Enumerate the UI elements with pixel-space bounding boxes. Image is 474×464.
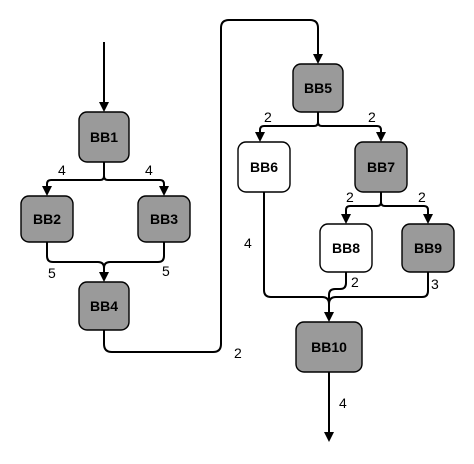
edge-label-bb7-bb8: 2 — [346, 189, 354, 205]
node-bb3-box — [137, 195, 191, 243]
node-bb8-box — [319, 223, 373, 273]
edge-label-bb5-bb6: 2 — [264, 109, 272, 125]
node-bb4: BB4 — [78, 281, 130, 331]
node-bb2-box — [20, 195, 74, 243]
node-bb4-label: BB4 — [90, 298, 118, 314]
node-bb10: BB10 — [295, 321, 363, 373]
edge-label-bb10-exit: 4 — [339, 395, 347, 411]
node-bb6-box — [237, 141, 291, 193]
node-bb1-label: BB1 — [90, 129, 118, 145]
node-bb7-label: BB7 — [367, 159, 395, 175]
edge-bb7-bb9 — [380, 201, 433, 224]
edge-bb3-bb4 — [103, 242, 165, 269]
node-bb5: BB5 — [292, 63, 344, 113]
node-bb6-label: BB6 — [250, 159, 278, 175]
node-bb1-box — [78, 111, 130, 163]
edge-label-bb7-bb9: 2 — [418, 189, 426, 205]
node-bb7-box — [354, 141, 408, 193]
edge-label-bb2-bb4: 5 — [48, 265, 56, 281]
edge-bb4-bb5 — [103, 19, 323, 353]
edge-bb1-bb3 — [103, 175, 169, 196]
node-bb3: BB3 — [137, 195, 191, 243]
node-bb9-label: BB9 — [414, 240, 442, 256]
edge-bb6-bb10 — [263, 192, 334, 322]
edge-bb9-bb10 — [328, 272, 429, 305]
node-bb2-label: BB2 — [33, 211, 61, 227]
edge-bb8-bb10 — [328, 272, 347, 304]
node-bb6: BB6 — [237, 141, 291, 193]
node-bb9: BB9 — [401, 223, 455, 273]
node-bb10-box — [295, 321, 363, 373]
node-bb2: BB2 — [20, 195, 74, 243]
edge-label-bb1-bb3: 4 — [145, 162, 153, 178]
node-bb5-box — [292, 63, 344, 113]
edge-label-bb3-bb4: 5 — [162, 263, 170, 279]
node-bb10-label: BB10 — [311, 339, 347, 355]
node-bb5-label: BB5 — [304, 80, 332, 96]
node-bb4-box — [78, 281, 130, 331]
node-bb7: BB7 — [354, 141, 408, 193]
edge-label-bb6-bb10: 4 — [244, 235, 252, 251]
node-bb9-box — [401, 223, 455, 273]
node-bb1: BB1 — [78, 111, 130, 163]
edge-label-bb8-bb10: 2 — [351, 274, 359, 290]
node-bb8-label: BB8 — [332, 240, 360, 256]
node-bb3-label: BB3 — [150, 211, 178, 227]
edge-label-bb1-bb2: 4 — [58, 162, 66, 178]
edge-label-bb5-bb7: 2 — [368, 109, 376, 125]
edge-label-bb4-bb5: 2 — [234, 345, 242, 361]
edge-label-bb9-bb10: 3 — [431, 276, 439, 292]
edge-bb1-bb2 — [42, 162, 105, 196]
edge-bb5-bb7 — [317, 121, 386, 142]
node-bb8: BB8 — [319, 223, 373, 273]
